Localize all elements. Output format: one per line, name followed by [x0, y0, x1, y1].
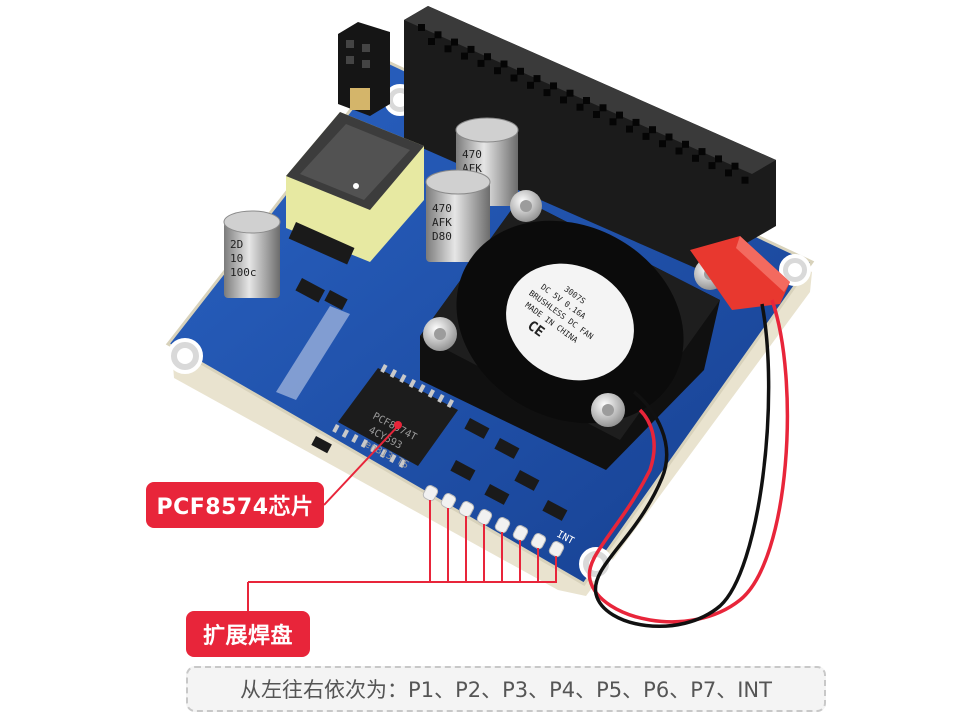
- chip-pin: [379, 449, 388, 458]
- chip-pin: [332, 424, 340, 433]
- header-pin-hole: [698, 148, 706, 156]
- cooling-fan: 3007S DC 5V 0.16A BRUSHLESS DC FAN MADE …: [420, 190, 726, 470]
- cap-marking: 470: [432, 202, 452, 215]
- header-pin-hole: [682, 140, 689, 148]
- header-pin-hole: [725, 169, 732, 177]
- chip-pin: [360, 439, 369, 448]
- pads-callout-label: 扩展焊盘: [186, 611, 310, 657]
- expansion-pad: [422, 485, 439, 502]
- header-pin-hole: [484, 53, 491, 61]
- cap-marking: 10: [230, 252, 243, 265]
- chip-pin: [389, 369, 398, 378]
- header-pin-hole: [527, 81, 534, 89]
- header-pin-hole: [708, 162, 716, 170]
- header-pin-hole: [632, 118, 640, 126]
- mounting-hole: [167, 338, 203, 374]
- header-pin-hole: [434, 31, 442, 39]
- callout-dot: [395, 423, 401, 429]
- header-pin-hole: [616, 111, 623, 119]
- chip-pin: [341, 428, 350, 438]
- header-pin-hole: [444, 45, 452, 53]
- header-pin-hole: [583, 97, 590, 104]
- header-pin-hole: [451, 38, 458, 46]
- cap-marking: 470: [462, 148, 482, 161]
- small-header: [338, 22, 390, 116]
- header-pin-hole: [675, 147, 683, 155]
- header-pin-hole: [560, 96, 567, 104]
- gpio-header: [404, 6, 776, 270]
- header-pin-hole: [642, 132, 650, 140]
- chip-callout-label: PCF8574芯片: [146, 482, 324, 528]
- header-pin-hole: [649, 126, 656, 134]
- chip-pin: [427, 389, 436, 398]
- chip-pin: [437, 394, 445, 403]
- header-pin-hole: [550, 82, 557, 90]
- expansion-pad: [512, 525, 529, 542]
- cap-marking: D80: [432, 230, 452, 243]
- cap-marking: AFK: [432, 216, 452, 229]
- chip-pin: [351, 434, 359, 443]
- header-pin-hole: [715, 155, 722, 163]
- header-pin-hole: [543, 89, 551, 97]
- expansion-pad: [494, 517, 511, 534]
- fan-connector: [690, 236, 790, 310]
- header-pin-hole: [593, 111, 600, 118]
- header-pin-hole: [461, 52, 468, 60]
- expansion-pad: [476, 509, 493, 526]
- transformer: [286, 112, 424, 265]
- header-pin-hole: [467, 45, 475, 53]
- header-pin-hole: [477, 59, 485, 67]
- smd-components: [295, 278, 568, 521]
- header-pin-hole: [517, 67, 524, 75]
- header-pin-hole: [500, 60, 508, 68]
- header-pin-hole: [741, 176, 749, 184]
- chip-pin: [418, 384, 426, 393]
- header-pin-hole: [665, 133, 673, 141]
- header-pin-hole: [428, 38, 435, 45]
- chip-pin: [408, 379, 417, 388]
- header-pin-hole: [533, 75, 541, 83]
- chip-pin: [389, 454, 397, 463]
- expansion-pad: [548, 541, 565, 558]
- pad-order-caption: 从左往右依次为：P1、P2、P3、P4、P5、P6、P7、INT: [186, 666, 826, 712]
- header-pin-hole: [626, 125, 633, 133]
- chip-pin: [399, 374, 407, 383]
- capacitor-small: 2D 10 100c: [223, 210, 281, 298]
- header-pin-hole: [599, 104, 607, 112]
- expansion-pads: [422, 485, 565, 558]
- fan-screw: [591, 393, 625, 427]
- chip-pin: [370, 444, 378, 453]
- header-pin-hole: [692, 154, 699, 162]
- chip-pin: [398, 459, 407, 468]
- header-pin-hole: [566, 89, 574, 97]
- fan-wires: [587, 299, 790, 628]
- header-pin-hole: [418, 24, 425, 31]
- header-pin-hole: [659, 140, 666, 148]
- header-pin-hole: [731, 162, 739, 170]
- expansion-pad: [440, 493, 457, 510]
- header-pin-hole: [494, 67, 501, 75]
- capacitor-large-2: 470 AFK D80: [425, 169, 491, 262]
- chip-pin: [446, 399, 455, 408]
- fan-screw: [510, 190, 542, 222]
- chip-pin: [380, 364, 388, 373]
- cap-marking: 2D: [230, 238, 243, 251]
- header-pin-hole: [510, 74, 518, 82]
- callout-leaders: [247, 425, 557, 611]
- header-pin-hole: [576, 103, 584, 111]
- fan-screw: [423, 317, 457, 351]
- cap-marking: 100c: [230, 266, 257, 279]
- expansion-pad: [458, 501, 475, 518]
- expansion-pad: [530, 533, 547, 550]
- mounting-hole: [779, 254, 811, 286]
- header-pin-hole: [609, 118, 617, 126]
